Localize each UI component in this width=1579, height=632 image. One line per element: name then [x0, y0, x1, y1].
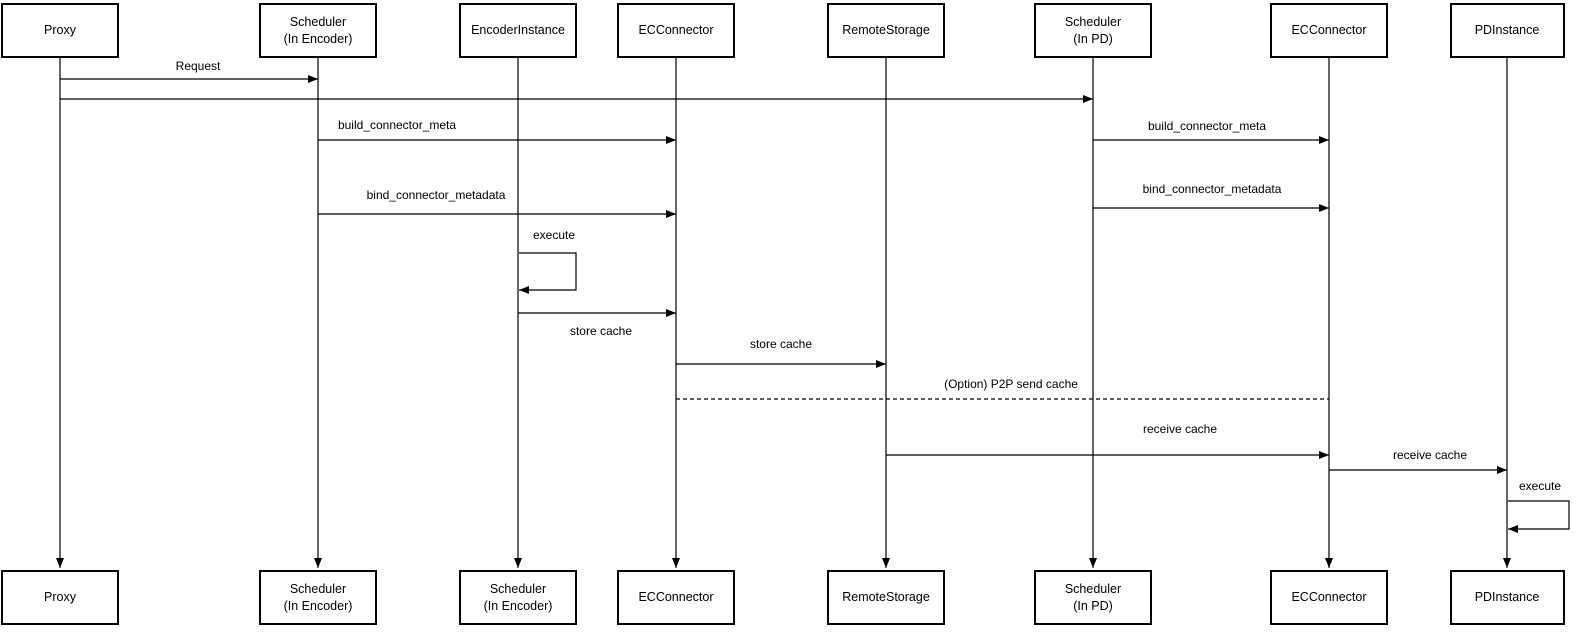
- participant-bottom-pd-instance: PDInstance: [1449, 570, 1565, 625]
- participant-top-ec-connector: ECConnector: [617, 3, 735, 58]
- participant-top-ec-connector-2: ECConnector: [1270, 3, 1388, 58]
- participant-label: EncoderInstance: [471, 23, 565, 38]
- participant-label: Scheduler (In PD): [1064, 15, 1122, 46]
- message-label: receive cache: [1140, 422, 1220, 436]
- self-message-pd-instance: [1508, 500, 1570, 533]
- self-message-label: execute: [1516, 479, 1564, 493]
- participant-top-scheduler-in-encoder: Scheduler (In Encoder): [259, 3, 377, 58]
- participant-top-encoder-instance: EncoderInstance: [459, 3, 577, 58]
- participant-bottom-ec-connector-2: ECConnector: [1270, 570, 1388, 625]
- participant-label: ECConnector: [638, 590, 714, 605]
- participant-bottom-remote-storage: RemoteStorage: [827, 570, 945, 625]
- participant-label: RemoteStorage: [842, 590, 930, 605]
- participant-label: ECConnector: [638, 23, 714, 38]
- participant-label: Proxy: [44, 590, 76, 605]
- message-label: bind_connector_metadata: [1140, 182, 1284, 196]
- participant-label: ECConnector: [1291, 590, 1367, 605]
- participant-label: RemoteStorage: [842, 23, 930, 38]
- message-label: build_connector_meta: [1145, 119, 1269, 133]
- message-label: Request: [173, 59, 223, 73]
- participant-label: Proxy: [44, 23, 76, 38]
- participant-top-pd-instance: PDInstance: [1449, 3, 1565, 58]
- participant-label: Scheduler (In Encoder): [483, 582, 553, 613]
- self-message-encoder-instance: [519, 252, 577, 294]
- participant-label: Scheduler (In Encoder): [283, 582, 353, 613]
- participant-top-remote-storage: RemoteStorage: [827, 3, 945, 58]
- participant-bottom-proxy: Proxy: [1, 570, 119, 625]
- self-message-label: execute: [530, 228, 578, 242]
- participant-bottom-encoder-instance: Scheduler (In Encoder): [459, 570, 577, 625]
- message-label: bind_connector_metadata: [364, 188, 508, 202]
- participant-label: Scheduler (In PD): [1064, 582, 1122, 613]
- message-label: store cache: [567, 324, 635, 338]
- lines-group: [56, 58, 1570, 568]
- message-label: store cache: [747, 337, 815, 351]
- participant-bottom-ec-connector: ECConnector: [617, 570, 735, 625]
- participant-label: ECConnector: [1291, 23, 1367, 38]
- participant-bottom-scheduler-in-pd: Scheduler (In PD): [1034, 570, 1152, 625]
- participant-label: PDInstance: [1474, 23, 1540, 38]
- participant-bottom-scheduler-in-encoder: Scheduler (In Encoder): [259, 570, 377, 625]
- message-label: receive cache: [1390, 448, 1470, 462]
- participant-top-proxy: Proxy: [1, 3, 119, 58]
- message-label: build_connector_meta: [335, 118, 459, 132]
- participant-label: PDInstance: [1474, 590, 1540, 605]
- participant-label: Scheduler (In Encoder): [283, 15, 353, 46]
- message-label: (Option) P2P send cache: [942, 377, 1080, 391]
- participant-top-scheduler-in-pd: Scheduler (In PD): [1034, 3, 1152, 58]
